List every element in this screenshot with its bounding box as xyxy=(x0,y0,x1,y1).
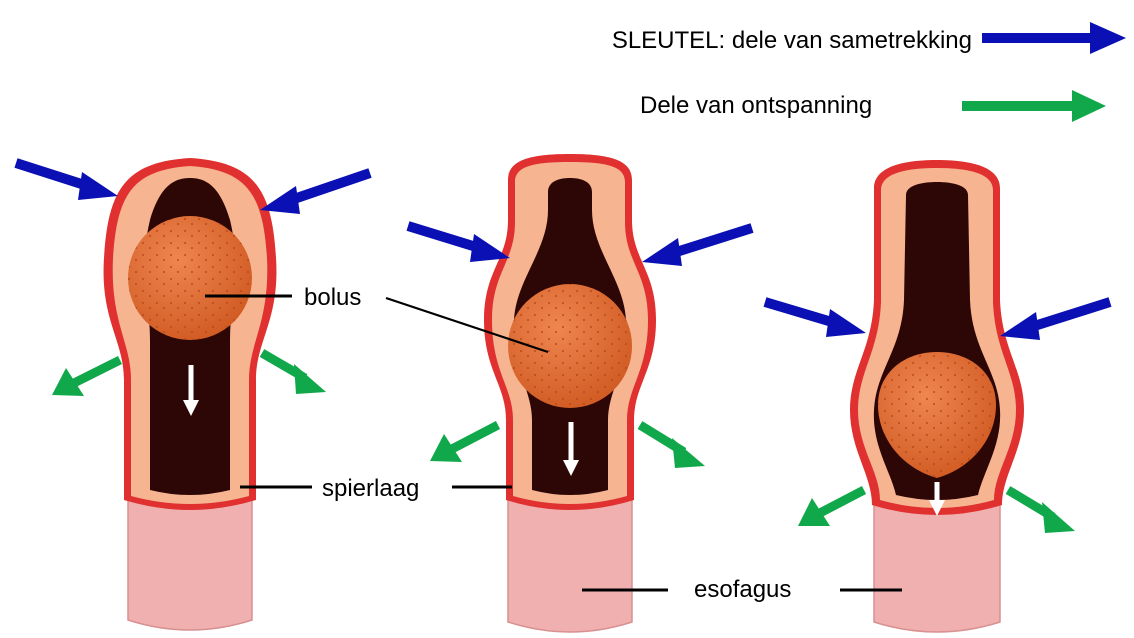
contraction-arrow xyxy=(642,223,754,266)
esophagus-tube-2 xyxy=(484,154,656,633)
bolus-1 xyxy=(128,216,252,340)
relaxation-arrow xyxy=(430,421,501,462)
legend-contraction-label: SLEUTEL: dele van sametrekking xyxy=(612,27,972,54)
relaxation-arrow xyxy=(259,349,326,394)
relaxation-arrow xyxy=(52,355,123,396)
contraction-arrow xyxy=(763,297,866,337)
esophagus-tube-3 xyxy=(850,160,1024,633)
muscle-layer-label: spierlaag xyxy=(322,475,419,502)
relaxation-arrow xyxy=(798,486,867,526)
legend-relaxation-label: Dele van ontspanning xyxy=(640,92,872,119)
bolus-3 xyxy=(878,352,996,478)
esophagus-tube-1 xyxy=(103,158,277,631)
contraction-arrow xyxy=(1000,297,1112,340)
bolus-label: bolus xyxy=(304,284,361,311)
legend-relaxation-arrow xyxy=(962,90,1106,122)
esophagus-label: esofagus xyxy=(694,576,791,603)
bolus-2 xyxy=(508,284,632,408)
contraction-arrow xyxy=(14,158,118,200)
relaxation-arrow xyxy=(1005,486,1075,533)
relaxation-arrow xyxy=(637,421,705,468)
bolus-leader-line-2 xyxy=(385,296,549,354)
contraction-arrow xyxy=(406,221,510,262)
contraction-arrow xyxy=(260,168,372,214)
legend-contraction-arrow xyxy=(982,22,1126,54)
